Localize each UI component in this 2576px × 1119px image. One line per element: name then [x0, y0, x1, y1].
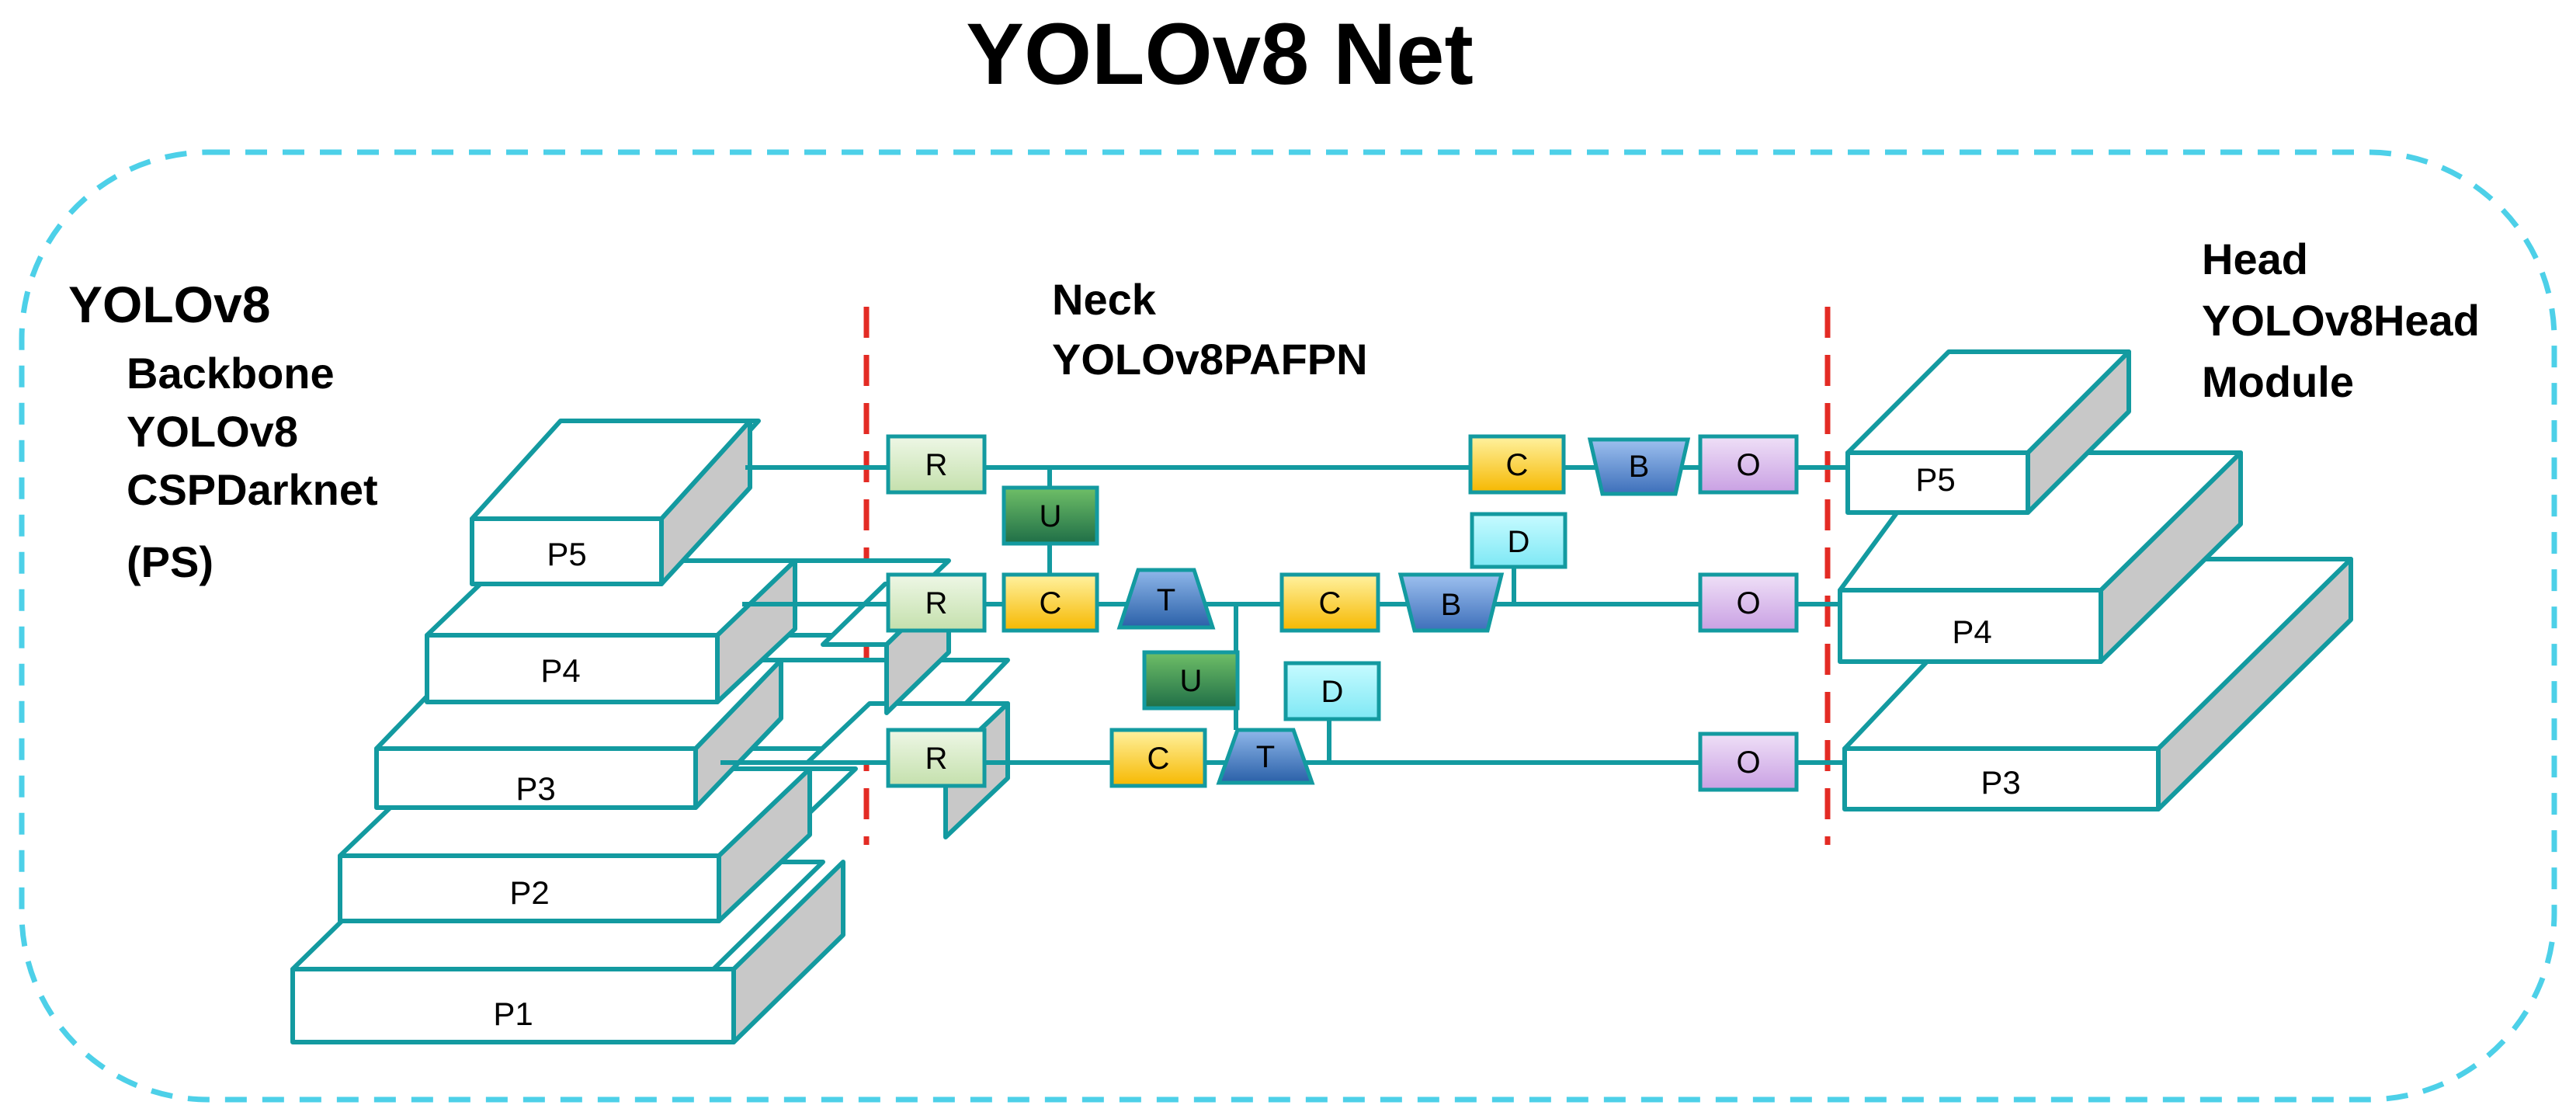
module-label-o: O [1736, 586, 1760, 620]
module-label-o: O [1736, 745, 1760, 780]
module-label-b: B [1441, 588, 1462, 622]
reduce-module-p4 [886, 572, 987, 633]
neck-label-line: YOLOv8PAFPN [1052, 335, 1368, 384]
bottleneck-module-p4 [1397, 572, 1505, 633]
head-level-p5 [1845, 349, 2131, 515]
bottleneck-module-p5 [1587, 437, 1691, 496]
transform-module-2 [1216, 728, 1315, 785]
backbone-label-line: (PS) [127, 537, 214, 586]
module-label-d: D [1508, 525, 1530, 559]
backbone-level-label: P4 [540, 652, 580, 689]
module-label-o: O [1736, 448, 1760, 482]
output-module-p4 [1698, 572, 1799, 633]
concat-module-p4-a [1002, 572, 1099, 633]
concat-module-p5 [1468, 434, 1566, 495]
module-label-c: C [1040, 586, 1062, 620]
concat-module-p4-b [1279, 572, 1380, 633]
backbone-level-label: P5 [547, 536, 586, 572]
reduce-module-p3 [886, 728, 987, 788]
backbone-level-label: P3 [516, 770, 555, 807]
upsample-module-1 [1002, 485, 1099, 546]
backbone-label: YOLOv8 Backbone YOLOv8 CSPDarknet (PS) [68, 276, 378, 586]
modules [886, 434, 1799, 792]
head-label-line: Module [2202, 357, 2354, 406]
transform-module-1 [1116, 568, 1216, 630]
downsample-module-2 [1283, 661, 1381, 721]
backbone-pyramid [290, 419, 1010, 1044]
module-label-b: B [1629, 450, 1650, 484]
neck-label-line: Neck [1052, 275, 1157, 324]
module-label-c: C [1319, 586, 1342, 620]
neck-label: Neck YOLOv8PAFPN [1052, 275, 1368, 384]
backbone-level-label: P1 [493, 996, 533, 1032]
concat-module-p3 [1109, 728, 1207, 788]
module-label-c: C [1147, 742, 1170, 776]
head-label-line: Head [2202, 235, 2308, 283]
reduce-module-p5 [886, 434, 987, 495]
head-level-label: P4 [1952, 613, 1991, 650]
output-module-p3 [1698, 732, 1799, 792]
module-label-c: C [1506, 448, 1529, 482]
module-label-u: U [1180, 664, 1203, 698]
backbone-label-line: Backbone [127, 349, 335, 398]
module-label-d: D [1321, 675, 1344, 709]
module-label-t: T [1157, 583, 1175, 617]
backbone-level-p4 [425, 558, 951, 704]
backbone-level-p2 [338, 766, 858, 923]
backbone-label-line: CSPDarknet [127, 465, 378, 514]
head-label: Head YOLOv8Head Module [2202, 235, 2480, 406]
module-labels: R R R U U C C C C D D O O O T T B B [925, 448, 1761, 780]
backbone-label-line: YOLOv8 [68, 276, 270, 333]
head-label-line: YOLOv8Head [2202, 296, 2480, 345]
downsample-module-1 [1470, 512, 1567, 569]
module-label-u: U [1040, 499, 1062, 533]
backbone-level-label: P2 [509, 874, 549, 911]
page-title: YOLOv8 Net [966, 5, 1474, 103]
module-label-r: R [925, 448, 948, 482]
output-module-p5 [1698, 434, 1799, 495]
head-pyramid [1838, 349, 2353, 811]
module-label-r: R [925, 742, 948, 776]
module-label-r: R [925, 586, 948, 620]
backbone-level-p5 [470, 419, 761, 586]
upsample-module-2 [1142, 650, 1240, 711]
module-label-t: T [1256, 740, 1275, 774]
head-level-label: P5 [1915, 461, 1955, 498]
diagram-border [19, 149, 2557, 1103]
backbone-label-line: YOLOv8 [127, 407, 298, 456]
head-level-label: P3 [1981, 764, 2020, 801]
